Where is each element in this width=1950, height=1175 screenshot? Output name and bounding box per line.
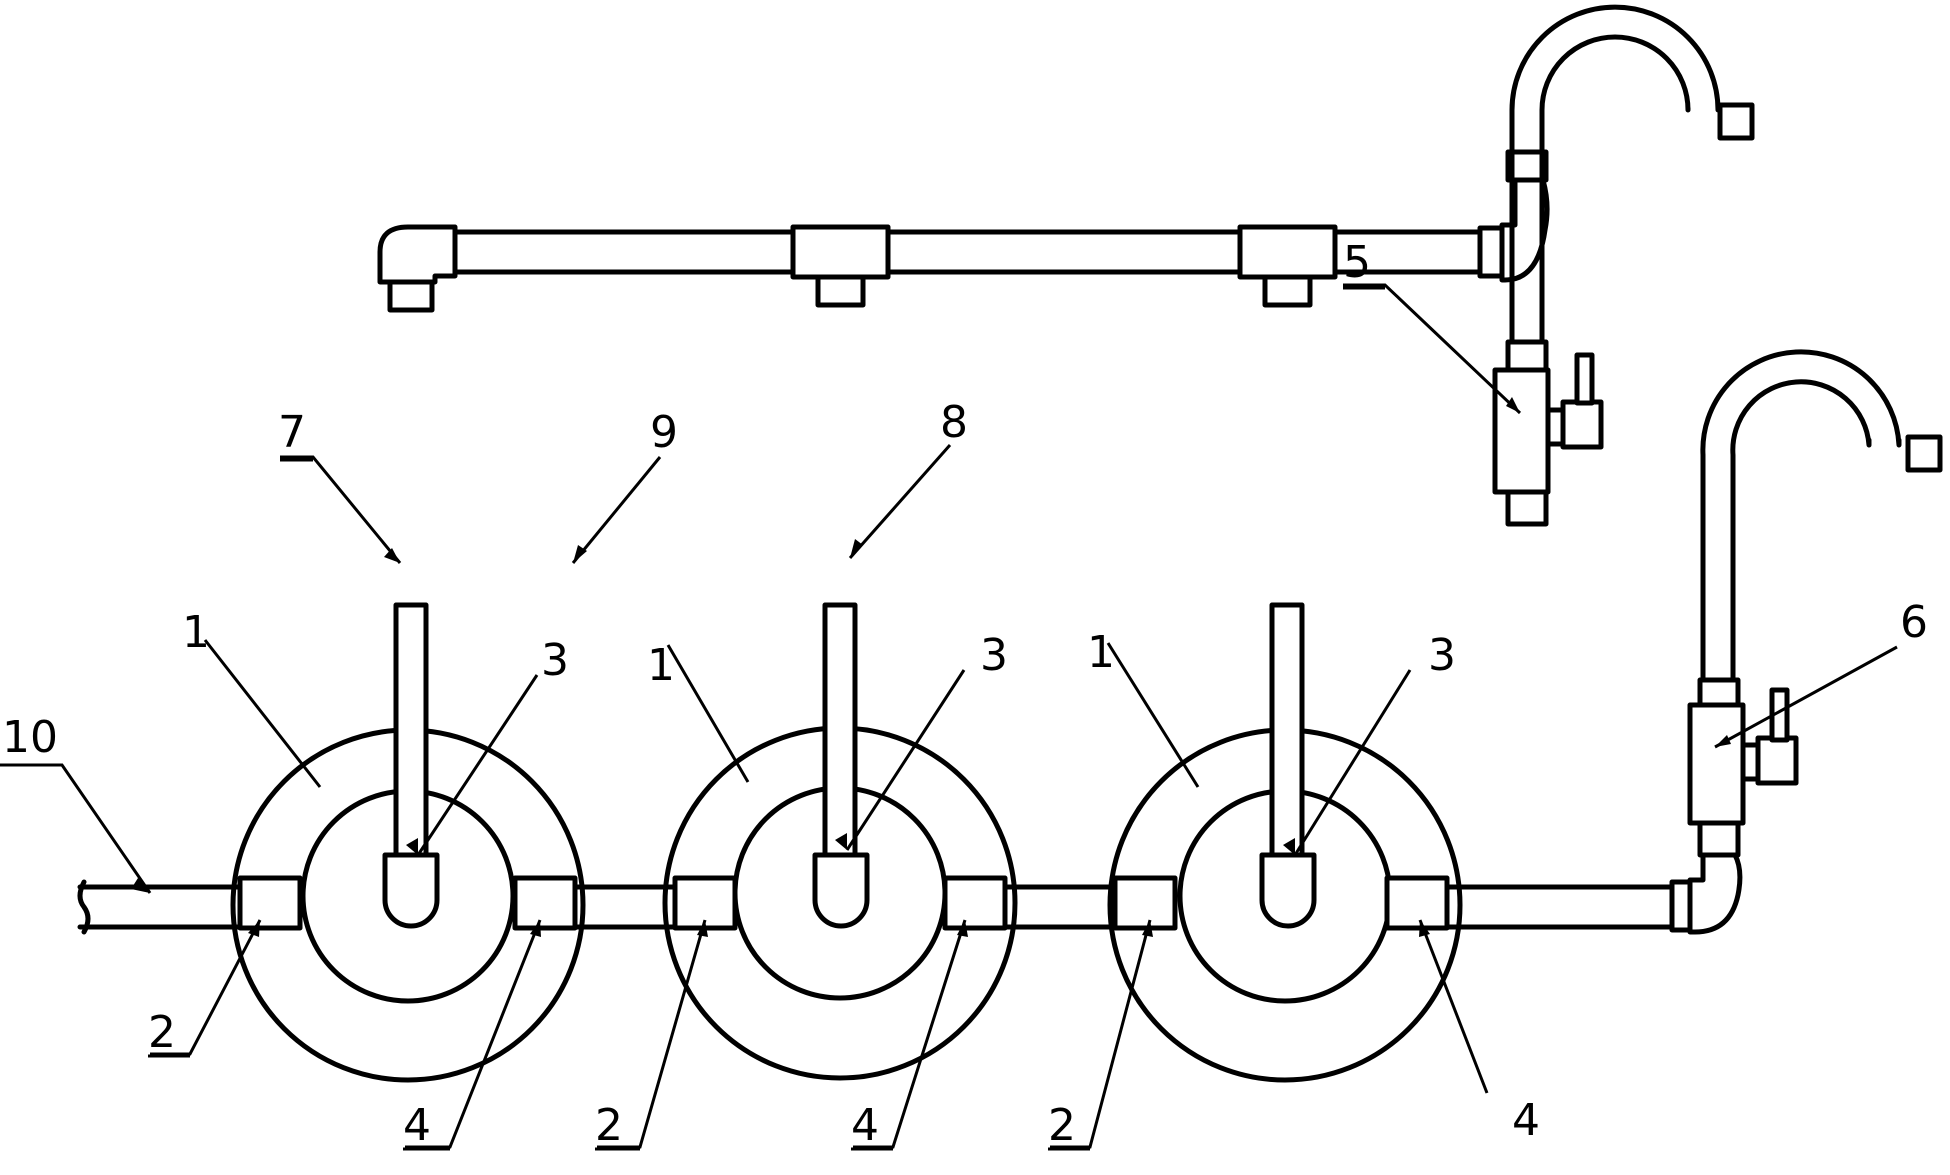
leader-lines: [0, 283, 1898, 1149]
label-faucet-6: 6: [1900, 597, 1928, 648]
label-inlet-pipe-10: 10: [2, 712, 58, 763]
label-pipe-9: 9: [650, 407, 678, 458]
label-core-3-c: 3: [1428, 630, 1456, 681]
filter-cores: [382, 852, 1317, 929]
leader-arrowheads: [131, 397, 1731, 937]
label-tee-8: 8: [940, 397, 968, 448]
label-filter-1-b: 1: [647, 640, 675, 691]
inlet-pipe: [77, 879, 243, 935]
label-filter-1-a: 1: [182, 607, 210, 658]
tee-8: [790, 224, 891, 308]
label-core-3-b: 3: [980, 630, 1008, 681]
faucet-5: [1492, 4, 1755, 527]
label-inlet-2-a: 2: [148, 1007, 176, 1058]
elbow-faucet-6: [1669, 820, 1743, 935]
label-core-3-a: 3: [541, 635, 569, 686]
label-elbow-7: 7: [278, 407, 306, 458]
label-faucet-5: 5: [1343, 237, 1371, 288]
connector-pipes: [572, 884, 1675, 930]
faucet-6: [1687, 349, 1943, 826]
riser-pipes: [393, 602, 1305, 863]
label-underlines: [148, 286, 1385, 1151]
label-outlet-4-a: 4: [403, 1100, 431, 1151]
label-inlet-2-c: 2: [1048, 1100, 1076, 1151]
elbow-7: [377, 224, 458, 313]
label-outlet-4-b: 4: [851, 1100, 879, 1151]
couplings: [237, 875, 1450, 931]
label-outlet-4-c: 4: [1512, 1095, 1540, 1146]
label-inlet-2-b: 2: [595, 1100, 623, 1151]
tee-right: [1237, 224, 1338, 308]
label-filter-1-c: 1: [1087, 627, 1115, 678]
part-labels: 10 1 1 1 3 3 3 2 2 2 4 4 4 7 9 8 5 6: [2, 237, 1928, 1151]
